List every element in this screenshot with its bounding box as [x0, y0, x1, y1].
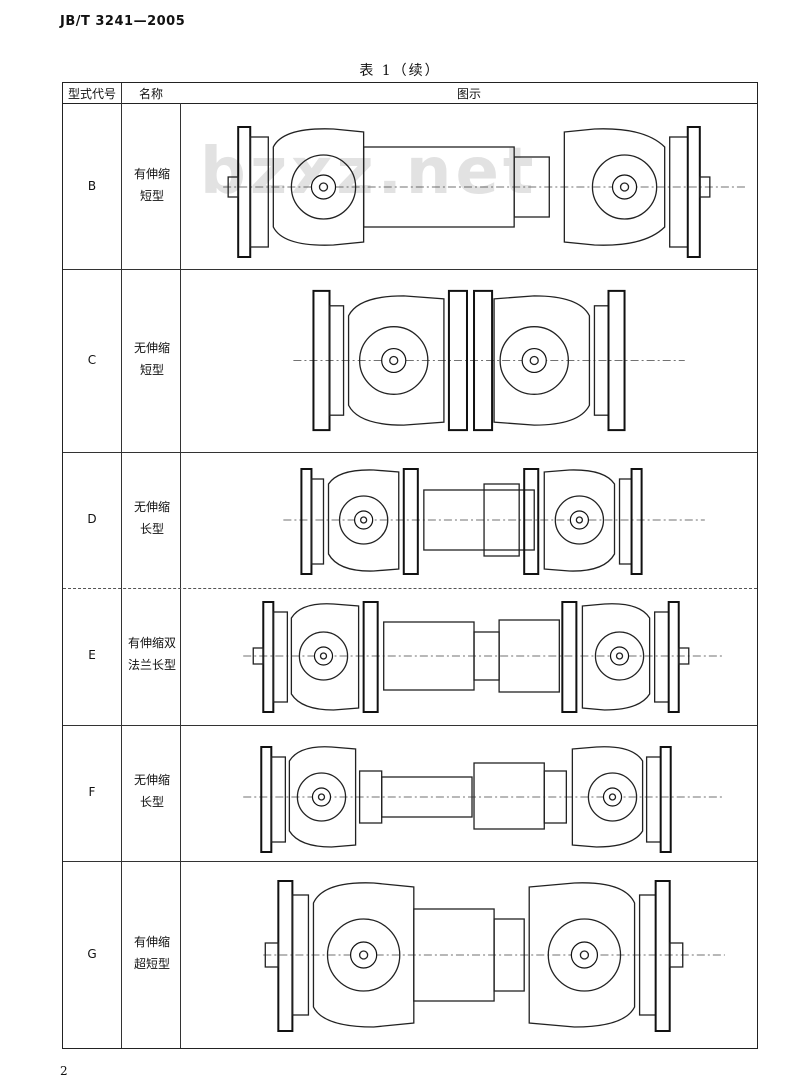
- drawing-type-f: [183, 727, 755, 859]
- type-name: 有伸缩双 法兰长型: [125, 632, 179, 676]
- type-code: B: [87, 179, 97, 193]
- type-code: E: [88, 648, 96, 662]
- type-name-line: 法兰长型: [127, 658, 176, 672]
- page-number: 2: [60, 1064, 68, 1078]
- type-code: D: [87, 512, 97, 526]
- type-code: C: [87, 353, 97, 367]
- type-name-line: 长型: [139, 522, 164, 536]
- column-header-code: 型式代号: [67, 87, 116, 101]
- type-code: F: [88, 785, 96, 799]
- type-name-line: 有伸缩双: [127, 636, 176, 650]
- column-header-figure: 图示: [456, 87, 481, 101]
- drawing-type-d: [183, 454, 755, 586]
- drawing-type-e: [183, 590, 755, 723]
- table-row-b: B 有伸缩 短型: [63, 105, 757, 270]
- type-name-line: 长型: [139, 795, 164, 809]
- table-row-d: D 无伸缩 长型: [63, 452, 757, 589]
- table-row-c: C 无伸缩 短型: [63, 269, 757, 453]
- type-name-line: 短型: [139, 363, 164, 377]
- drawing-type-b: [183, 107, 755, 267]
- type-name-line: 有伸缩: [133, 167, 170, 181]
- type-code: G: [87, 947, 97, 961]
- type-name-line: 短型: [139, 189, 164, 203]
- type-name-line: 有伸缩: [133, 935, 170, 949]
- column-divider: [121, 83, 122, 1048]
- column-header-name: 名称: [138, 87, 163, 101]
- type-name-line: 超短型: [133, 957, 170, 971]
- table-row-e: E 有伸缩双 法兰长型: [63, 588, 757, 726]
- type-name: 无伸缩 长型: [125, 496, 179, 540]
- type-name: 有伸缩 超短型: [125, 931, 179, 975]
- drawing-type-c: [183, 271, 755, 450]
- drawing-type-g: [183, 863, 755, 1046]
- table-header-row: 型式代号 名称 图示: [63, 83, 757, 104]
- type-name-line: 无伸缩: [133, 341, 170, 355]
- standard-number: JB/T 3241—2005: [60, 14, 186, 29]
- type-name: 无伸缩 长型: [125, 769, 179, 813]
- type-name: 无伸缩 短型: [125, 337, 179, 381]
- table-row-g: G 有伸缩 超短型: [63, 861, 757, 1048]
- type-name-line: 无伸缩: [133, 773, 170, 787]
- coupling-type-table: 型式代号 名称 图示 B 有伸缩 短型: [62, 82, 758, 1049]
- type-name-line: 无伸缩: [133, 500, 170, 514]
- type-name: 有伸缩 短型: [125, 163, 179, 207]
- table-caption: 表 1（续）: [359, 63, 441, 79]
- table-row-f: F 无伸缩 长型: [63, 725, 757, 862]
- column-divider: [180, 103, 181, 1048]
